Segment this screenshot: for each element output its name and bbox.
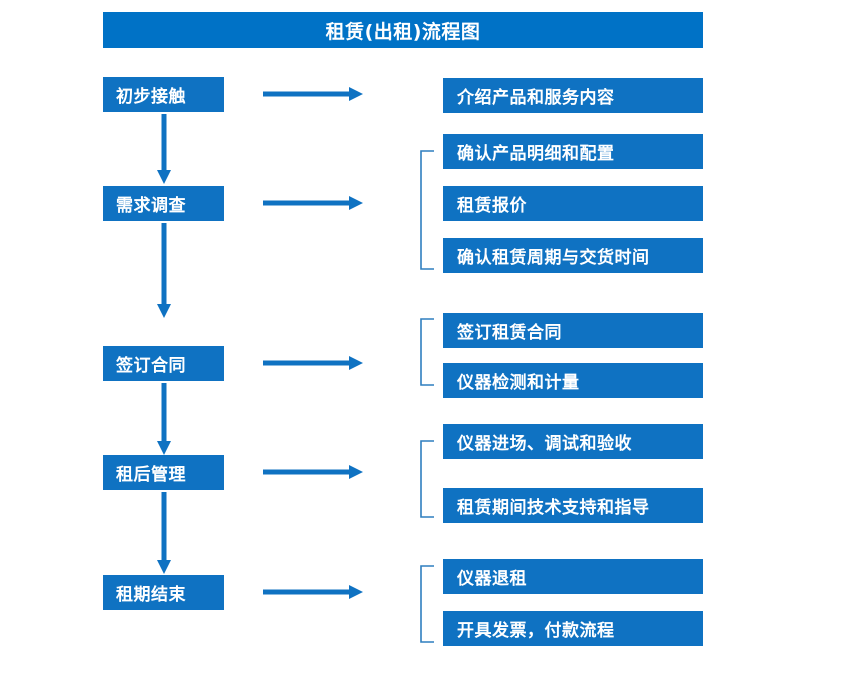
arrow-down-1 bbox=[155, 114, 173, 184]
stage-box-5[interactable]: 租期结束 bbox=[103, 575, 224, 610]
arrow-down-3 bbox=[155, 383, 173, 455]
arrow-down-2 bbox=[155, 223, 173, 318]
detail-box-2-2[interactable]: 租赁报价 bbox=[443, 186, 703, 221]
detail-box-2-3[interactable]: 确认租赁周期与交货时间 bbox=[443, 238, 703, 273]
detail-box-5-2[interactable]: 开具发票，付款流程 bbox=[443, 611, 703, 646]
group-bracket-5 bbox=[418, 565, 436, 643]
detail-box-5-1[interactable]: 仪器退租 bbox=[443, 559, 703, 594]
arrow-right-3 bbox=[263, 354, 363, 372]
diagram-title: 租赁(出租)流程图 bbox=[103, 12, 703, 48]
stage-box-2[interactable]: 需求调查 bbox=[103, 186, 224, 221]
arrow-right-5 bbox=[263, 583, 363, 601]
group-bracket-2 bbox=[418, 150, 436, 270]
arrow-right-2 bbox=[263, 194, 363, 212]
arrow-right-1 bbox=[263, 85, 363, 103]
stage-box-3[interactable]: 签订合同 bbox=[103, 346, 224, 381]
arrow-right-4 bbox=[263, 463, 363, 481]
group-bracket-4 bbox=[418, 440, 436, 518]
detail-box-1-1[interactable]: 介绍产品和服务内容 bbox=[443, 78, 703, 113]
detail-box-4-2[interactable]: 租赁期间技术支持和指导 bbox=[443, 488, 703, 523]
stage-box-1[interactable]: 初步接触 bbox=[103, 77, 224, 112]
detail-box-2-1[interactable]: 确认产品明细和配置 bbox=[443, 134, 703, 169]
detail-box-3-1[interactable]: 签订租赁合同 bbox=[443, 313, 703, 348]
detail-box-3-2[interactable]: 仪器检测和计量 bbox=[443, 363, 703, 398]
group-bracket-3 bbox=[418, 318, 436, 386]
arrow-down-4 bbox=[155, 492, 173, 574]
detail-box-4-1[interactable]: 仪器进场、调试和验收 bbox=[443, 424, 703, 459]
stage-box-4[interactable]: 租后管理 bbox=[103, 455, 224, 490]
